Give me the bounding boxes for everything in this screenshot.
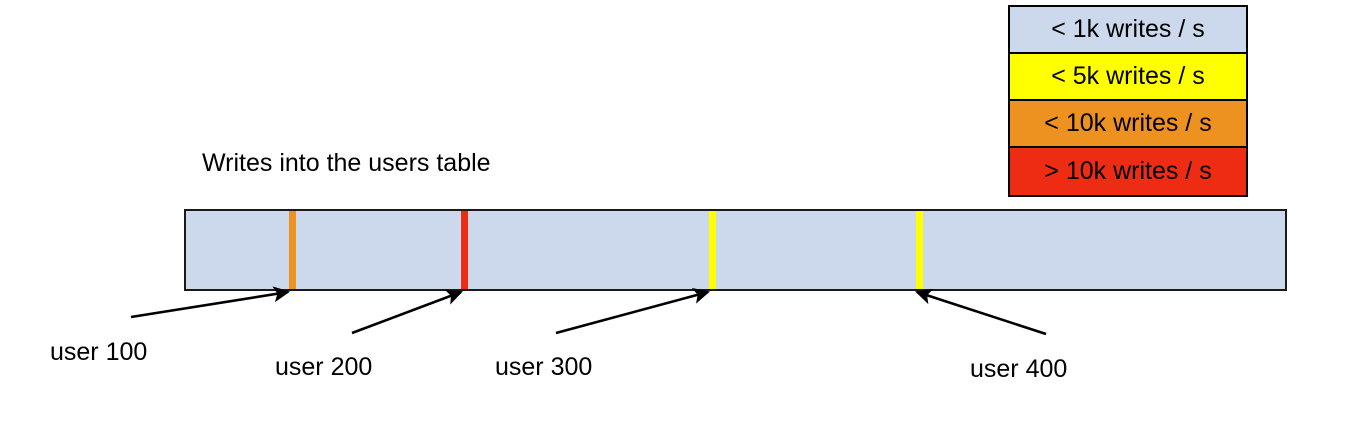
chart-title: Writes into the users table	[202, 149, 491, 177]
arrow-user-100	[130, 286, 291, 319]
legend-item-lt-1k: < 1k writes / s	[1010, 7, 1246, 54]
arrow-user-400	[915, 288, 1047, 336]
point-label-user-100: user 100	[50, 338, 148, 366]
arrow-group	[130, 286, 1047, 336]
arrow-user-200	[351, 289, 463, 335]
marker-user-300	[709, 211, 716, 289]
legend-item-lt-5k: < 5k writes / s	[1010, 54, 1246, 101]
legend-item-label: < 10k writes / s	[1044, 109, 1212, 137]
point-label-user-300: user 300	[495, 353, 593, 381]
legend-item-label: < 5k writes / s	[1051, 62, 1205, 90]
marker-user-400	[916, 211, 923, 289]
users-table-bar	[184, 209, 1287, 291]
legend: < 1k writes / s < 5k writes / s < 10k wr…	[1008, 5, 1248, 197]
arrow-user-300	[555, 288, 711, 335]
marker-user-100	[289, 211, 296, 289]
marker-user-200	[461, 211, 468, 289]
legend-item-label: > 10k writes / s	[1044, 157, 1212, 185]
legend-item-label: < 1k writes / s	[1051, 15, 1205, 43]
legend-item-lt-10k: < 10k writes / s	[1010, 101, 1246, 148]
point-label-user-400: user 400	[970, 355, 1068, 383]
legend-item-gt-10k: > 10k writes / s	[1010, 148, 1246, 195]
point-label-user-200: user 200	[275, 353, 373, 381]
